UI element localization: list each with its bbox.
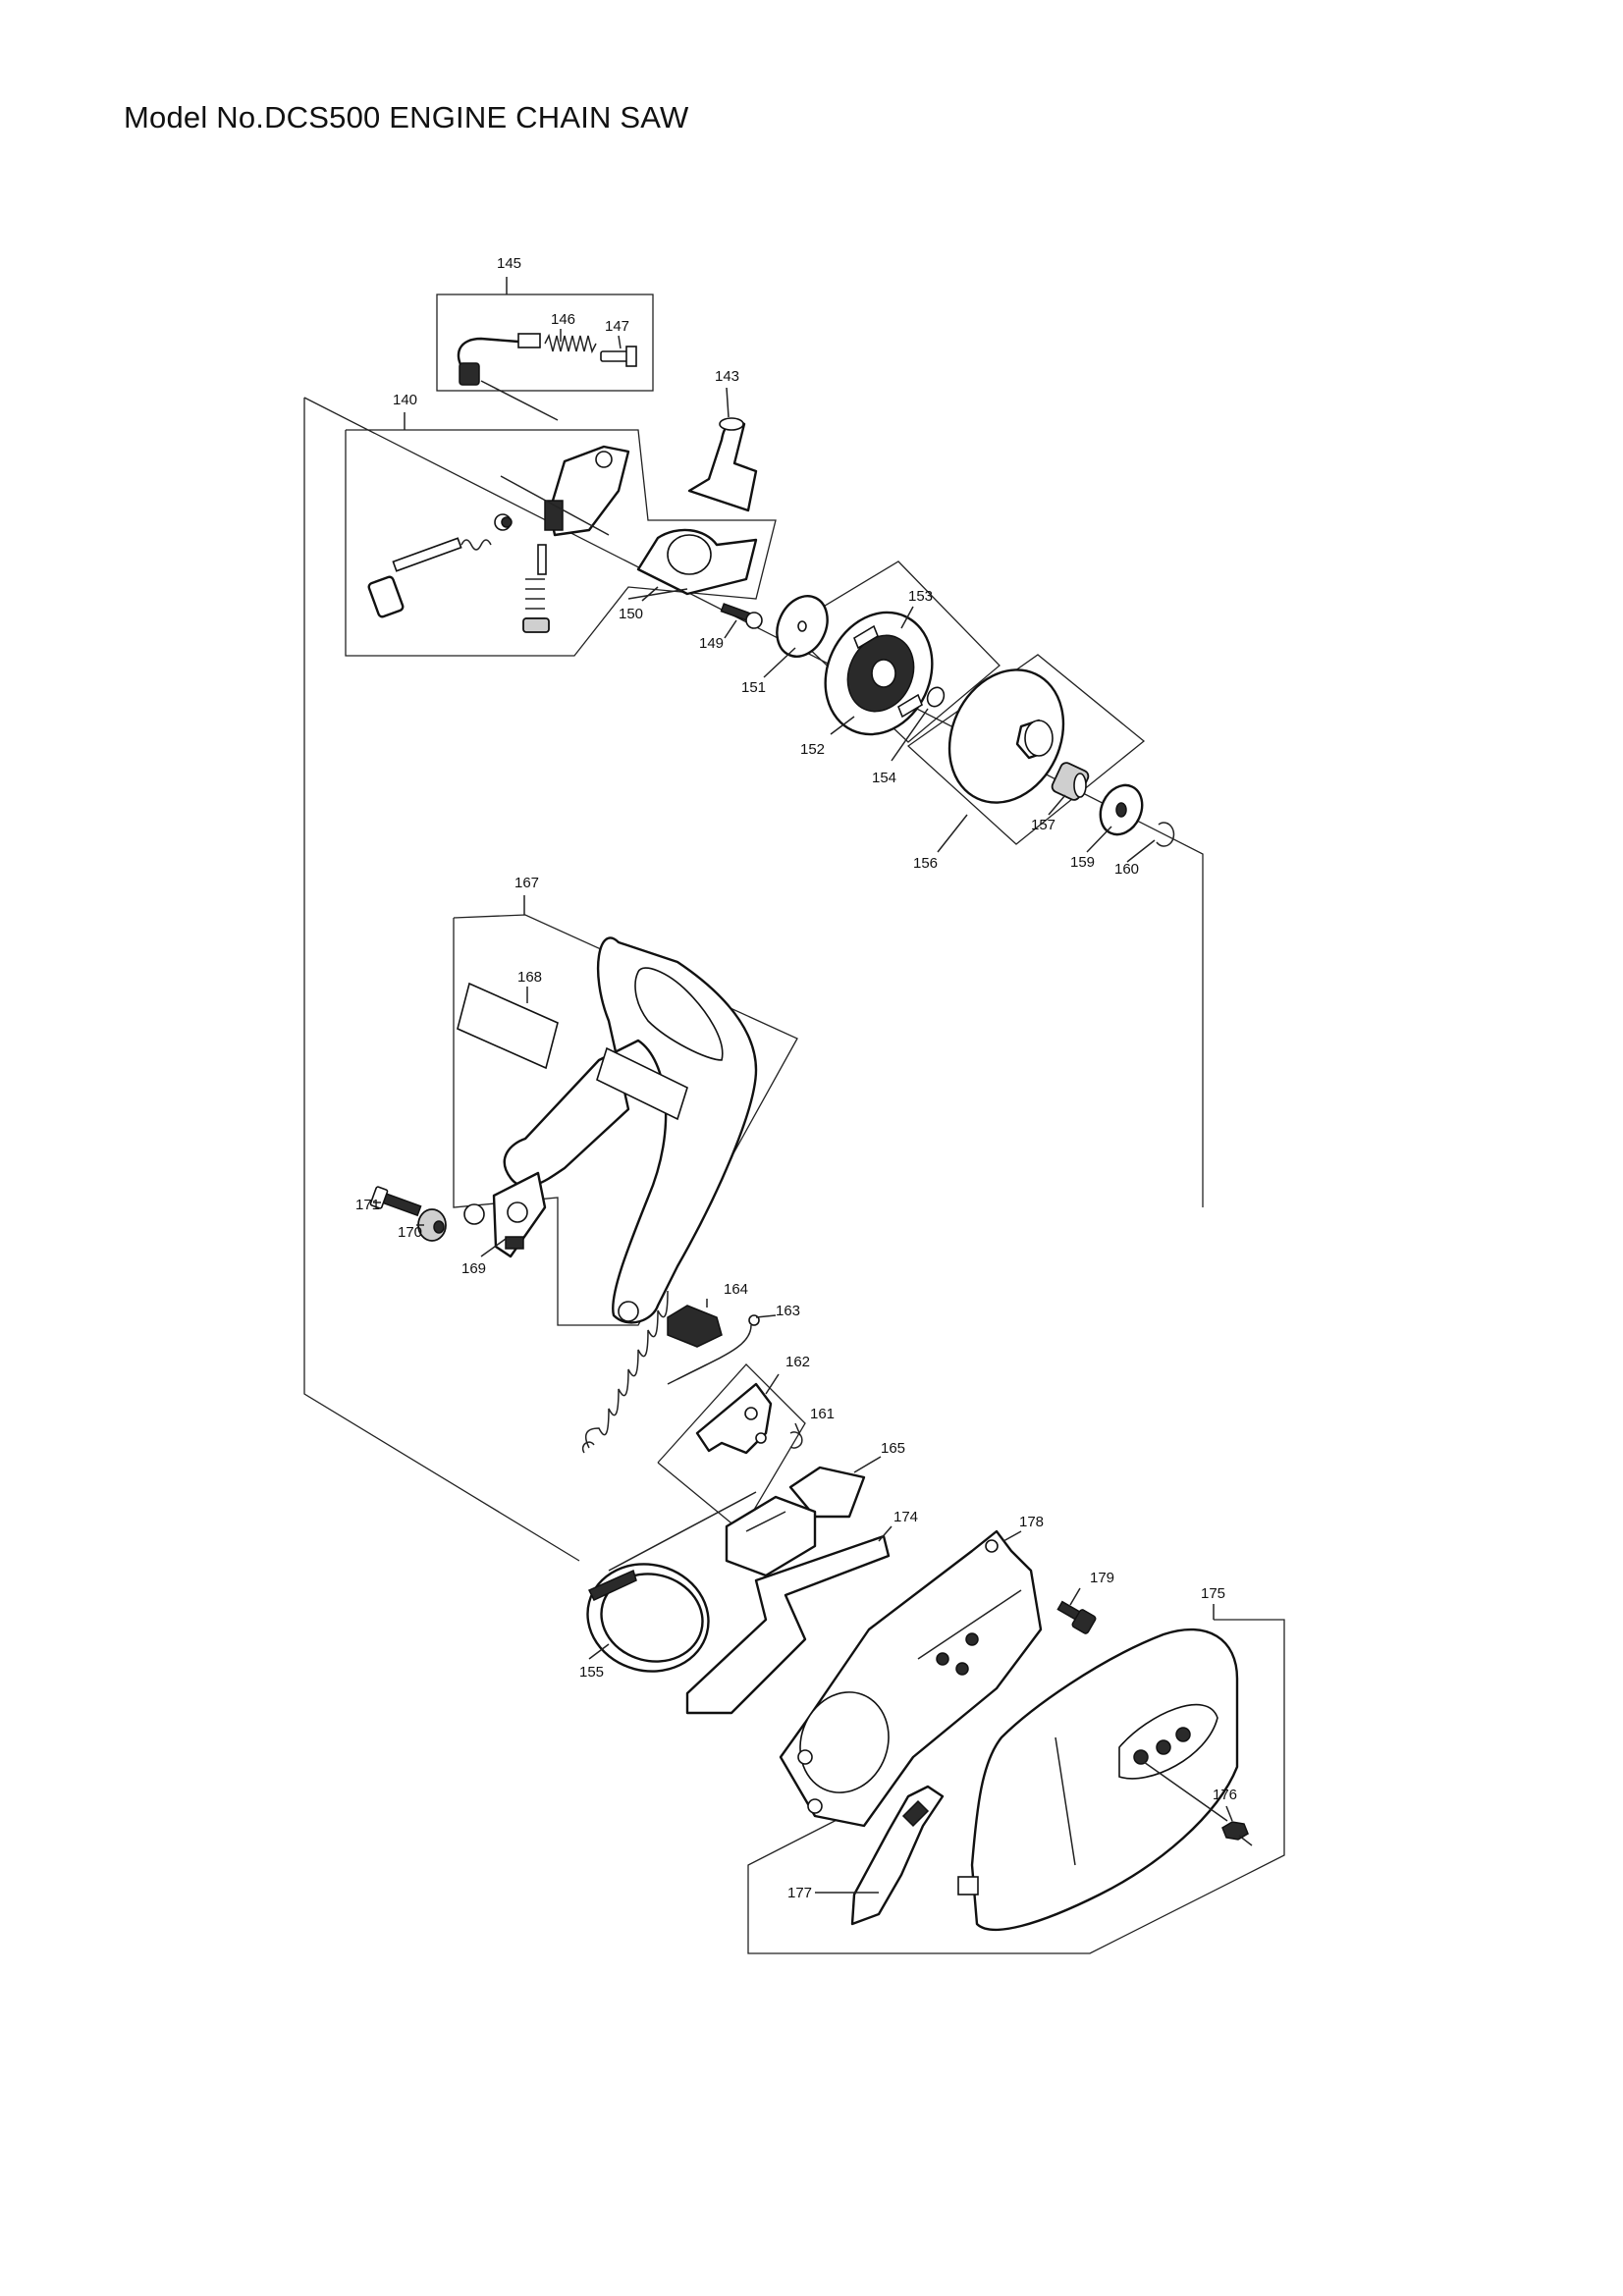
leader-lines <box>373 329 1233 1894</box>
callout-145: 145 <box>497 255 521 272</box>
part-assembly-140 <box>367 445 630 633</box>
callout-161: 161 <box>810 1406 835 1422</box>
callout-168: 168 <box>517 969 542 986</box>
callout-155: 155 <box>579 1664 604 1681</box>
callout-164: 164 <box>724 1281 748 1298</box>
part-washer-151 <box>776 595 829 658</box>
callout-153: 153 <box>908 588 933 605</box>
callout-162: 162 <box>785 1354 810 1370</box>
part-lever-169 <box>492 1171 547 1258</box>
callout-170: 170 <box>398 1224 422 1241</box>
part-clip-161 <box>789 1431 803 1449</box>
callout-labels: 145 146 147 143 140 150 149 151 153 152 … <box>355 255 1237 1901</box>
callout-163: 163 <box>776 1303 800 1319</box>
callout-143: 143 <box>715 368 739 385</box>
part-brake-band-155 <box>586 1491 757 1673</box>
part-label-168 <box>457 982 688 1121</box>
part-clutch-drum-156 <box>947 668 1065 804</box>
callout-175: 175 <box>1201 1585 1225 1602</box>
callout-156: 156 <box>913 855 938 872</box>
part-brake-lever-167 <box>463 936 758 1324</box>
callout-174: 174 <box>893 1509 918 1525</box>
part-clutch-152 <box>824 611 934 736</box>
part-lever-162 <box>695 1382 773 1455</box>
group-box-174-178 <box>303 397 1204 1562</box>
part-pin-147 <box>600 346 637 367</box>
part-lever-177 <box>850 1785 945 1926</box>
part-oil-pump-143 <box>687 417 758 512</box>
part-oil-hose-145 <box>457 333 541 386</box>
part-cover-150 <box>627 528 758 600</box>
part-sprocket-cover-175 <box>957 1628 1239 1932</box>
part-bolt-179 <box>1056 1600 1097 1634</box>
group-box-161-165 <box>657 1363 806 1532</box>
group-box-175 <box>747 1604 1285 1954</box>
part-bearing-157 <box>1051 762 1090 801</box>
callout-171: 171 <box>355 1197 380 1213</box>
callout-146: 146 <box>551 311 575 328</box>
callout-179: 179 <box>1090 1570 1114 1586</box>
callout-165: 165 <box>881 1440 905 1457</box>
callout-140: 140 <box>393 392 417 408</box>
page-title: Model No.DCS500 ENGINE CHAIN SAW <box>124 100 689 134</box>
part-block-165 <box>725 1466 866 1577</box>
part-spring-146 <box>544 333 597 354</box>
part-164 <box>667 1305 723 1348</box>
callout-167: 167 <box>514 875 539 891</box>
callout-152: 152 <box>800 741 825 758</box>
callout-169: 169 <box>461 1260 486 1277</box>
group-box-140 <box>345 412 777 657</box>
callout-150: 150 <box>619 606 643 622</box>
callout-176: 176 <box>1213 1787 1237 1803</box>
callout-149: 149 <box>699 635 724 652</box>
part-plate-178 <box>779 1529 1043 1828</box>
part-spring-162 <box>582 1290 708 1454</box>
callout-177: 177 <box>787 1885 812 1901</box>
callout-160: 160 <box>1114 861 1139 878</box>
callout-147: 147 <box>605 318 629 335</box>
part-washer-159 <box>1099 783 1144 836</box>
callout-178: 178 <box>1019 1514 1044 1530</box>
part-bolt-149 <box>720 603 763 629</box>
callout-157: 157 <box>1031 817 1055 833</box>
callout-159: 159 <box>1070 854 1095 871</box>
part-washer-154 <box>926 686 946 708</box>
part-nut-176 <box>1221 1821 1253 1846</box>
group-box-145 <box>436 277 654 392</box>
part-clip-160 <box>1156 822 1175 847</box>
callout-154: 154 <box>872 770 896 786</box>
callout-151: 151 <box>741 679 766 696</box>
part-bar-174 <box>685 1534 891 1715</box>
